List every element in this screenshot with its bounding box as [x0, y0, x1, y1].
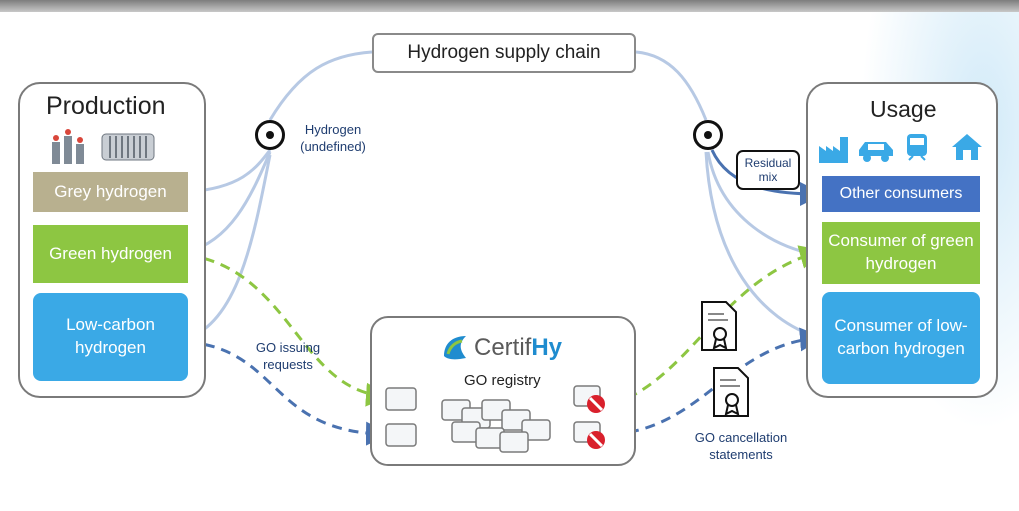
lowcarbon-hydrogen-block: Low-carbon hydrogen	[33, 293, 188, 381]
certifhy-logo-prefix: Certif	[474, 334, 532, 361]
car-icon	[859, 142, 893, 162]
supply-chain-label: Hydrogen supply chain	[407, 42, 601, 63]
train-icon	[907, 134, 927, 161]
certifhy-logo-icon	[444, 336, 466, 360]
factory-icon	[52, 129, 84, 164]
residual-mix-label: Residual mix	[744, 155, 792, 184]
flow-chain-to-node2	[635, 50, 708, 121]
go-green-request-flow	[187, 253, 390, 407]
green-hydrogen-block: Green hydrogen	[33, 225, 188, 283]
other-consumers-block: Other consumers	[822, 176, 980, 212]
grey-hydrogen-block: Grey hydrogen	[33, 172, 188, 212]
consumer-lowcarbon-block: Consumer of low-carbon hydrogen	[822, 292, 980, 384]
certificate-icon	[701, 301, 737, 351]
go-issuing-label: GO issuing requests	[255, 340, 321, 372]
hydrogen-node-left	[255, 120, 285, 150]
go-lowcarbon-request-flow	[187, 340, 390, 446]
go-cancellation-label: GO cancellation statements	[694, 430, 788, 462]
hydrogen-undefined-label: Hydrogen (undefined)	[300, 122, 366, 154]
factory-usage-icon	[819, 137, 848, 163]
flow-node-to-chain	[268, 50, 373, 121]
production-title: Production	[46, 92, 166, 120]
certificate-icon	[713, 367, 749, 417]
electrolyser-icon	[101, 133, 155, 161]
supply-chain-box: Hydrogen supply chain	[372, 33, 636, 73]
usage-title: Usage	[870, 96, 937, 122]
hydrogen-node-right	[693, 120, 723, 150]
certifhy-logo: CertifHy	[474, 334, 562, 362]
house-icon	[952, 134, 982, 160]
residual-mix-box: Residual mix	[736, 150, 800, 190]
go-registry-title: GO registry	[464, 372, 541, 389]
go-documents-icon	[385, 385, 605, 453]
certifhy-logo-suffix: Hy	[531, 334, 563, 361]
top-bar	[0, 0, 1019, 12]
flow-node2-to-lowcarbon	[704, 151, 821, 340]
consumer-green-block: Consumer of green hydrogen	[822, 222, 980, 284]
